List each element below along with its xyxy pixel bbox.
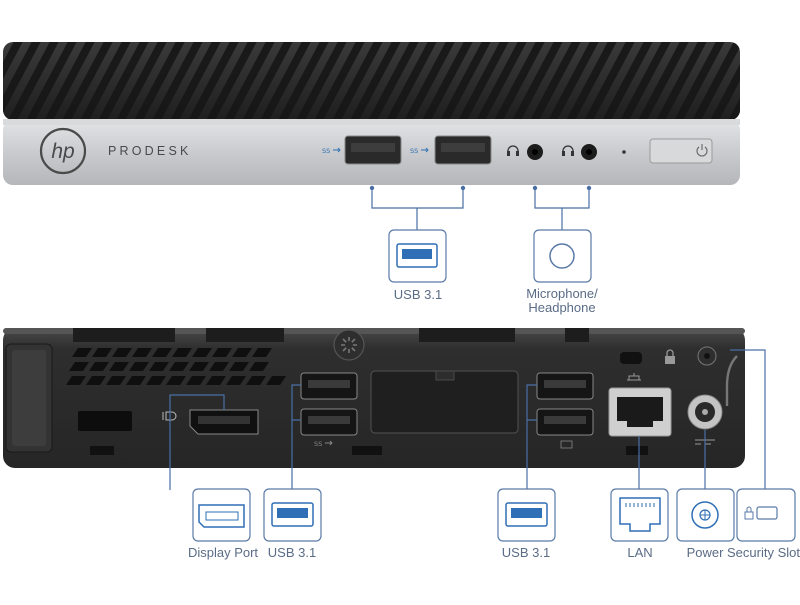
callout-box-power bbox=[676, 488, 735, 542]
callout-box-front-usb bbox=[388, 229, 447, 283]
usb-ss-mark-1: SS bbox=[322, 147, 330, 155]
label-displayport: Display Port bbox=[187, 545, 259, 560]
lock-icon bbox=[665, 349, 675, 364]
rear-vent-grille bbox=[66, 348, 286, 385]
usb-icon bbox=[325, 440, 333, 446]
rear-power-jack[interactable] bbox=[687, 394, 723, 430]
rear-usb-port-1[interactable] bbox=[300, 372, 358, 400]
network-icon bbox=[627, 373, 641, 381]
rear-lan-port[interactable] bbox=[608, 387, 672, 437]
rear-expansion-cover[interactable] bbox=[370, 370, 519, 434]
security-cable-loop bbox=[725, 355, 738, 406]
usb-icon bbox=[421, 147, 429, 153]
displayport-icon bbox=[162, 411, 177, 421]
rear-usb-port-3[interactable] bbox=[536, 372, 594, 400]
lock-icon bbox=[744, 506, 754, 520]
label-front-usb: USB 3.1 bbox=[393, 287, 443, 302]
label-lan: LAN bbox=[627, 545, 653, 560]
rear-port-cover bbox=[78, 411, 132, 431]
power-icon bbox=[696, 144, 708, 157]
hp-logo: hp bbox=[39, 127, 87, 175]
label-rear-usb-left: USB 3.1 bbox=[267, 545, 317, 560]
front-vent-slats bbox=[3, 42, 740, 120]
rear-kensington-slot[interactable] bbox=[620, 352, 642, 364]
microphone-headset-icon bbox=[562, 145, 574, 156]
usb-icon bbox=[560, 440, 573, 449]
rear-usb-port-2[interactable] bbox=[300, 408, 358, 436]
microphone-headset-jack[interactable] bbox=[581, 144, 597, 160]
usb-icon bbox=[333, 147, 341, 153]
headphone-icon bbox=[507, 145, 519, 156]
rear-padlock-loop[interactable] bbox=[697, 346, 717, 366]
rear-callout-lines bbox=[169, 349, 766, 490]
activity-led bbox=[622, 150, 626, 154]
power-button[interactable] bbox=[649, 138, 713, 164]
label-front-audio-line2: Headphone bbox=[528, 300, 596, 315]
callout-box-usb-right bbox=[497, 488, 556, 542]
model-name: PRODESK bbox=[108, 144, 192, 158]
callout-box-displayport bbox=[192, 488, 251, 542]
front-chassis bbox=[3, 42, 740, 185]
rear-usb-port-4[interactable] bbox=[536, 408, 594, 436]
callout-box-front-audio bbox=[533, 229, 592, 283]
rear-usb-ss-mark: SS bbox=[314, 440, 322, 448]
thumbscrew[interactable] bbox=[333, 329, 365, 361]
front-usb-port-1[interactable] bbox=[344, 135, 402, 165]
label-security-slot: Security Slot bbox=[727, 545, 800, 560]
callout-box-lan bbox=[610, 488, 669, 542]
rear-left-bracket bbox=[5, 343, 53, 453]
usb-ss-mark-2: SS bbox=[410, 147, 418, 155]
callout-box-usb-left bbox=[263, 488, 322, 542]
callout-box-security bbox=[736, 488, 796, 542]
label-front-audio-line1: Microphone/ bbox=[526, 286, 598, 301]
front-usb-port-2[interactable] bbox=[434, 135, 492, 165]
rear-displayport[interactable] bbox=[189, 409, 259, 435]
front-callout-lines bbox=[369, 185, 592, 230]
headphone-jack[interactable] bbox=[527, 144, 543, 160]
label-rear-usb-right: USB 3.1 bbox=[501, 545, 551, 560]
label-power: Power bbox=[686, 545, 724, 560]
hp-logo-text: hp bbox=[51, 140, 74, 163]
